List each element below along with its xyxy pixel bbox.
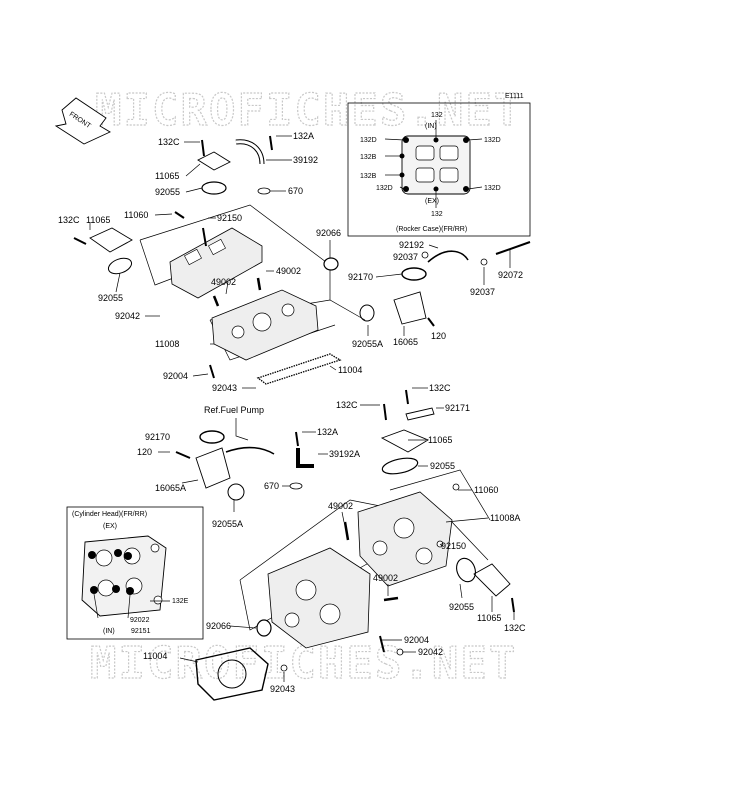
part-label: 92066 [316, 228, 341, 238]
head-label-92022: 92022 [130, 617, 150, 624]
rocker-in-label: (IN) [425, 123, 437, 130]
part-label: 92037 [393, 252, 418, 262]
head-inset-title: (Cylinder Head)(FR/RR) [72, 511, 147, 518]
watermark-top: MICROFICHES.NET [95, 85, 522, 136]
part-label: 92066 [206, 621, 231, 631]
part-label: 92055 [449, 602, 474, 612]
front-arrow-icon: FRONT [54, 97, 111, 145]
part-label: 92042 [115, 311, 140, 321]
part-label: 92072 [498, 270, 523, 280]
reference-fuel-pump: Ref.Fuel Pump [204, 405, 264, 415]
part-label: 39192A [329, 449, 360, 459]
part-label: 11060 [124, 210, 148, 220]
part-label: 39192 [293, 155, 318, 165]
part-label: 11065 [428, 435, 452, 445]
rocker-label-132d-2: 132D [376, 185, 393, 192]
part-label: 120 [137, 447, 152, 457]
part-label: 92171 [445, 403, 470, 413]
part-label: 92192 [399, 240, 424, 250]
part-label: 92042 [418, 647, 443, 657]
part-label: 132C [504, 623, 526, 633]
part-label: 11008 [155, 339, 179, 349]
part-label: 16065 [393, 337, 418, 347]
rocker-inset-title: (Rocker Case)(FR/RR) [396, 226, 467, 233]
part-label: 670 [264, 481, 279, 491]
part-label: 132C [336, 400, 358, 410]
part-label: 92170 [348, 272, 373, 282]
rocker-label-132-bottom: 132 [431, 211, 443, 218]
part-label: 92055A [352, 339, 383, 349]
front-cylinder-head-assembly [73, 135, 531, 385]
cylinder-head-inset: (Cylinder Head)(FR/RR) (EX) 132E 92022 (… [66, 506, 204, 640]
part-label: 11065 [86, 215, 110, 225]
part-label: 11004 [338, 365, 362, 375]
part-label: 92043 [212, 383, 237, 393]
part-label: 132C [429, 383, 451, 393]
part-label: 92043 [270, 684, 295, 694]
part-label: 92170 [145, 432, 170, 442]
rocker-label-132b-2: 132B [360, 173, 377, 180]
leader-lines [89, 135, 515, 682]
rocker-label-132b-1: 132B [360, 154, 377, 161]
part-label: 16065A [155, 483, 186, 493]
rocker-label-132d-4: 132D [484, 185, 501, 192]
part-label: 49002 [373, 573, 398, 583]
rocker-case-inset: 132 (IN) 132D 132B 132B 132D 132D 132D (… [347, 102, 531, 237]
head-label-132e: 132E [172, 598, 189, 605]
rocker-label-132d-1: 132D [360, 137, 377, 144]
part-label: 11004 [143, 651, 167, 661]
part-label: 49002 [328, 501, 353, 511]
part-label: 11065 [477, 613, 501, 623]
part-label: 92055 [155, 187, 180, 197]
part-label: 49002 [211, 277, 236, 287]
part-label: 132C [58, 215, 80, 225]
part-label: 120 [431, 331, 446, 341]
rocker-label-132-top: 132 [431, 112, 443, 119]
rear-cylinder-head-assembly [175, 389, 515, 701]
rocker-label-132d-3: 132D [484, 137, 501, 144]
part-label: 92055A [212, 519, 243, 529]
part-label: 92150 [217, 213, 242, 223]
part-label: 92055 [98, 293, 123, 303]
part-labels: 132C 132A 11065 39192 92055 670 132C 110… [58, 131, 526, 694]
part-label: 92037 [470, 287, 495, 297]
part-label: 132A [293, 131, 314, 141]
part-label: 92150 [441, 541, 466, 551]
part-label: 11060 [474, 485, 498, 495]
rocker-ex-label: (EX) [425, 198, 439, 205]
head-ex-label: (EX) [103, 523, 117, 530]
head-label-92151: 92151 [131, 628, 151, 635]
part-label: 92055 [430, 461, 455, 471]
part-label: 670 [288, 186, 303, 196]
part-label: 92004 [163, 371, 188, 381]
part-label: 132A [317, 427, 338, 437]
part-label: 11008A [490, 513, 520, 523]
head-in-label: (IN) [103, 628, 115, 635]
part-label: 132C [158, 137, 180, 147]
part-label: 11065 [155, 171, 179, 181]
watermark-bottom: MICROFICHES.NET [90, 638, 517, 689]
part-label: 49002 [276, 266, 301, 276]
figure-code: E1111 [505, 93, 524, 100]
part-label: 92004 [404, 635, 429, 645]
